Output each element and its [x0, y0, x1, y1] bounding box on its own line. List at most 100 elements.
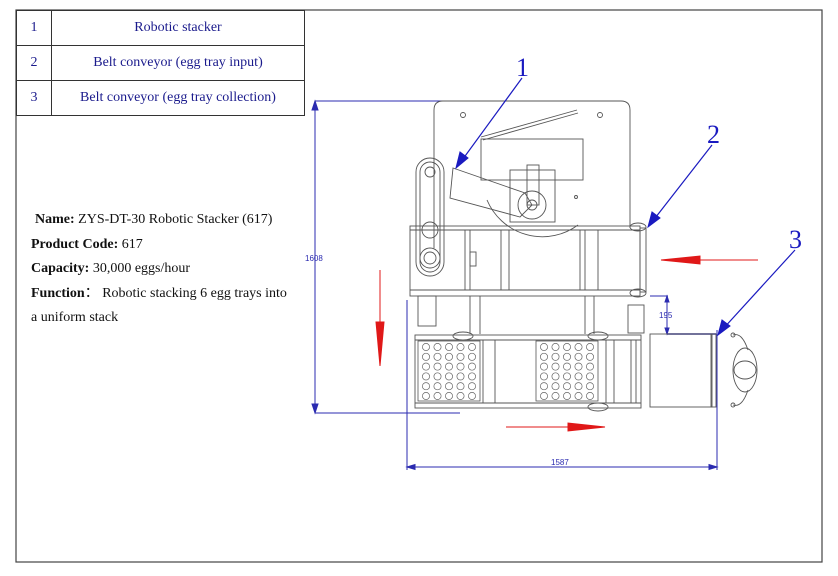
egg-cell — [456, 362, 465, 371]
function-line: Function： Robotic stacking 6 egg trays i… — [31, 282, 287, 307]
egg-cell — [586, 362, 594, 371]
legend-number: 1 — [16, 10, 52, 46]
legend-row: 3 Belt conveyor (egg tray collection) — [16, 80, 305, 116]
egg-cell — [445, 352, 453, 361]
egg-cell — [456, 352, 465, 361]
egg-cell — [468, 343, 476, 351]
legend-number: 2 — [16, 45, 52, 81]
egg-cell — [586, 382, 594, 391]
egg-cell — [433, 372, 442, 381]
legend-label: Belt conveyor (egg tray input) — [51, 45, 305, 81]
function-label: Function — [31, 285, 85, 301]
egg-cell — [456, 372, 465, 381]
egg-cell — [551, 382, 560, 391]
egg-cell — [540, 343, 548, 351]
egg-cell — [422, 343, 430, 351]
egg-cell — [456, 392, 465, 400]
egg-cell — [456, 343, 465, 351]
egg-cell — [468, 372, 476, 381]
width-dimension-label: 1587 — [551, 458, 569, 467]
name-label: Name: — [35, 212, 75, 227]
egg-cell — [422, 392, 430, 400]
egg-cell — [586, 372, 594, 381]
egg-cell — [540, 392, 548, 400]
egg-cell — [540, 372, 548, 381]
code-value: 617 — [118, 236, 143, 252]
egg-cell — [433, 392, 442, 400]
egg-cell — [551, 343, 560, 351]
egg-cell — [563, 372, 571, 381]
gap-dimension-label: 195 — [659, 311, 673, 320]
egg-cell — [551, 392, 560, 400]
product-info: Name: ZYS-DT-30 Robotic Stacker (617) Pr… — [31, 208, 287, 331]
egg-cell — [433, 343, 442, 351]
flow-arrow-down — [375, 270, 385, 367]
egg-cell — [433, 362, 442, 371]
capacity-value: 30,000 eggs/hour — [89, 261, 191, 276]
capacity-label: Capacity: — [31, 261, 90, 276]
egg-cell — [586, 343, 594, 351]
code-line: Product Code: 617 — [31, 233, 287, 258]
egg-cell — [445, 382, 453, 391]
egg-cell — [551, 372, 560, 381]
egg-tray — [535, 340, 599, 402]
flow-arrow-output — [506, 422, 606, 432]
height-dimension-label: 1608 — [305, 254, 323, 263]
legend-number: 3 — [16, 80, 52, 116]
function-value: Robotic stacking 6 egg trays into — [98, 285, 287, 301]
egg-cell — [422, 362, 430, 371]
egg-cell — [574, 392, 583, 400]
egg-cell — [586, 352, 594, 361]
egg-cell — [433, 352, 442, 361]
egg-cell — [422, 382, 430, 391]
egg-tray — [417, 340, 481, 402]
name-value: ZYS-DT-30 Robotic Stacker (617) — [74, 212, 273, 227]
egg-cell — [468, 362, 476, 371]
egg-trays — [417, 340, 599, 402]
egg-cell — [433, 382, 442, 391]
function-separator: ： — [84, 285, 99, 301]
egg-cell — [563, 362, 571, 371]
egg-cell — [551, 362, 560, 371]
egg-cell — [445, 392, 453, 400]
egg-cell — [574, 372, 583, 381]
legend-label: Robotic stacker — [51, 10, 305, 46]
legend-row: 2 Belt conveyor (egg tray input) — [16, 45, 305, 81]
capacity-line: Capacity: 30,000 eggs/hour — [31, 257, 287, 282]
egg-cell — [445, 362, 453, 371]
callout-1: 1 — [516, 53, 529, 82]
egg-cell — [551, 352, 560, 361]
name-line: Name: ZYS-DT-30 Robotic Stacker (617) — [31, 208, 287, 233]
egg-cell — [574, 362, 583, 371]
egg-cell — [540, 352, 548, 361]
egg-cell — [574, 382, 583, 391]
height-dimension — [311, 99, 460, 415]
outer-border — [15, 9, 823, 563]
callout-2: 2 — [707, 120, 720, 149]
function-line-2: a uniform stack — [31, 310, 119, 325]
width-dimension — [405, 300, 719, 471]
egg-cell — [456, 382, 465, 391]
egg-cell — [574, 343, 583, 351]
egg-cell — [563, 382, 571, 391]
egg-cell — [563, 343, 571, 351]
legend-row: 1 Robotic stacker — [16, 10, 305, 46]
code-label: Product Code: — [31, 236, 119, 252]
egg-cell — [468, 352, 476, 361]
egg-cell — [563, 392, 571, 400]
egg-cell — [574, 352, 583, 361]
egg-cell — [445, 372, 453, 381]
egg-cell — [586, 392, 594, 400]
egg-cell — [468, 392, 476, 400]
callout-leaders — [455, 77, 796, 337]
egg-cell — [445, 343, 453, 351]
legend-table: 1 Robotic stacker 2 Belt conveyor (egg t… — [16, 10, 305, 116]
egg-cell — [563, 352, 571, 361]
callout-3: 3 — [789, 225, 802, 254]
egg-cell — [540, 382, 548, 391]
egg-cell — [422, 372, 430, 381]
egg-cell — [422, 352, 430, 361]
flow-arrow-input — [660, 255, 758, 265]
egg-cell — [540, 362, 548, 371]
